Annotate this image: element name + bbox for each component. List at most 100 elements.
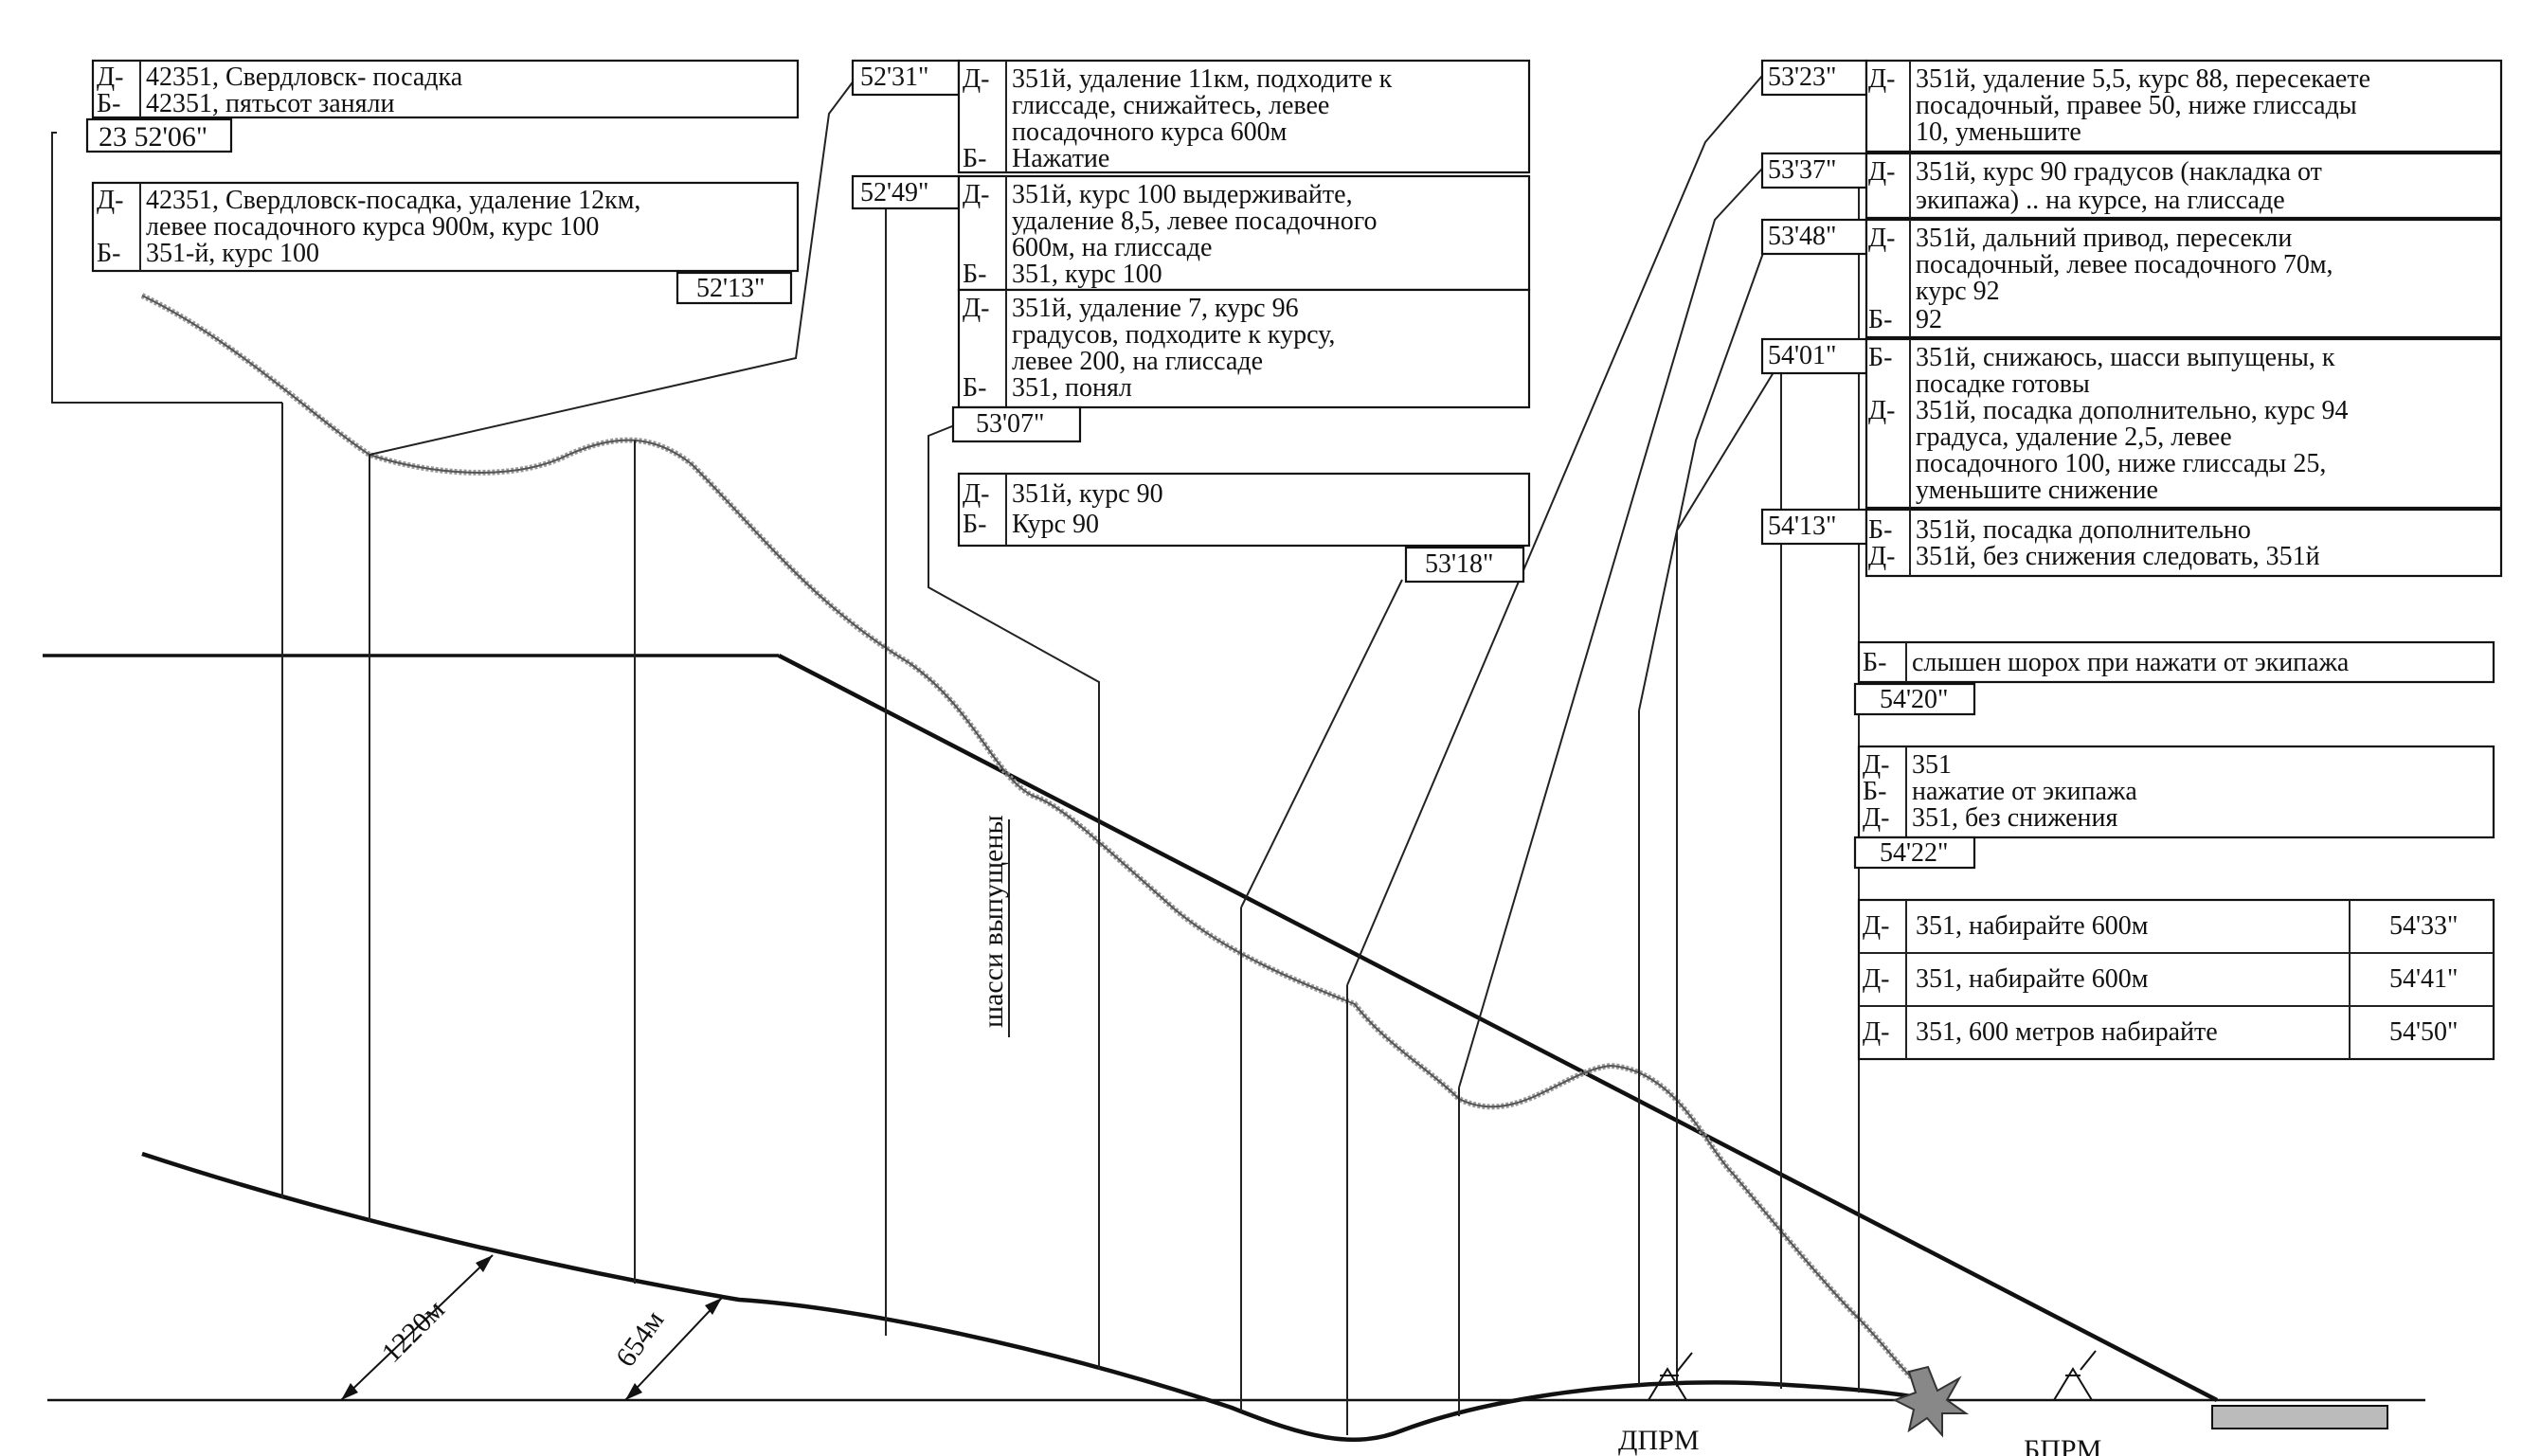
svg-text:351й, дальний привод, пересекл: 351й, дальний привод, пересекли (1916, 224, 2292, 253)
svg-text:351й, удаление 7, курс 96: 351й, удаление 7, курс 96 (1012, 294, 1299, 323)
svg-text:351, понял: 351, понял (1012, 373, 1132, 403)
dprm-label: ДПРМ (1618, 1425, 1700, 1456)
dimension-654: 654м (610, 1297, 723, 1401)
svg-text:Б-: Б- (963, 144, 986, 173)
box-4-time: 52'49" (860, 178, 928, 207)
svg-text:Б-: Б- (1868, 515, 1892, 545)
svg-text:351й, посадка дополнительно: 351й, посадка дополнительно (1916, 515, 2251, 545)
box-1: Д- 42351, Свердловск- посадка Б- 42351, … (85, 59, 800, 153)
svg-text:54'33": 54'33" (2389, 911, 2458, 941)
svg-text:Д-: Д- (1863, 750, 1889, 780)
svg-text:Д-: Д- (963, 294, 989, 323)
box-13: Д- 351 Б- нажатие от экипажа Д- 351, без… (1853, 745, 2495, 870)
svg-text:посадочного 100, ниже глиссады: посадочного 100, ниже глиссады 25, (1916, 449, 2326, 478)
svg-text:351, набирайте 600м: 351, набирайте 600м (1916, 911, 2149, 941)
dprm-beacon-icon (1648, 1352, 1693, 1401)
svg-text:уменьшите снижение: уменьшите снижение (1916, 476, 2158, 505)
svg-text:нажатие от экипажа: нажатие от экипажа (1912, 777, 2137, 806)
svg-text:Д-: Д- (963, 180, 989, 209)
box-9-time: 53'48" (1768, 222, 1836, 251)
svg-text:Д-: Д- (1868, 64, 1895, 94)
svg-text:92: 92 (1916, 305, 1942, 334)
svg-text:351-й, курс 100: 351-й, курс 100 (146, 239, 319, 268)
box-6: Д- 351й, курс 90 Б- Курс 90 53'18" (957, 472, 1531, 584)
svg-text:351, набирайте 600м: 351, набирайте 600м (1916, 964, 2149, 994)
svg-text:левее посадочного курса 900м,: левее посадочного курса 900м, курс 100 (146, 212, 599, 242)
box-11: 54'13" Б- 351й, посадка дополнительно Д-… (1760, 508, 2503, 578)
svg-text:Б-: Б- (1868, 343, 1892, 372)
box-10-time: 54'01" (1768, 341, 1836, 370)
glideslope-line (777, 654, 2219, 1402)
box-7: 53'23" Д- 351й, удаление 5,5, курс 88, п… (1760, 59, 2503, 153)
drop-lines (281, 180, 1860, 1435)
svg-text:курс 92: курс 92 (1916, 277, 2000, 306)
svg-text:Курс 90: Курс 90 (1012, 510, 1099, 539)
svg-text:Б-: Б- (97, 89, 120, 118)
box-8-time: 53'37" (1768, 155, 1836, 185)
svg-text:Д-: Д- (963, 479, 989, 509)
svg-text:351, без снижения: 351, без снижения (1912, 803, 2117, 833)
svg-text:351й, удаление 11км, подходите: 351й, удаление 11км, подходите к (1012, 64, 1393, 94)
aircraft-track-core (141, 295, 1919, 1384)
aircraft-track (140, 293, 1920, 1386)
svg-text:42351, Свердловск- посадка: 42351, Свердловск- посадка (146, 63, 463, 92)
svg-text:Б-: Б- (963, 510, 986, 539)
svg-text:градуса, удаление 2,5, левее: градуса, удаление 2,5, левее (1916, 422, 2232, 452)
svg-text:посадке готовы: посадке готовы (1916, 369, 2090, 399)
svg-text:посадочного курса 600м: посадочного курса 600м (1012, 117, 1288, 147)
svg-text:351: 351 (1912, 750, 1952, 780)
svg-text:глиссаде, снижайтесь, левее: глиссаде, снижайтесь, левее (1012, 91, 1329, 120)
svg-text:Нажатие: Нажатие (1012, 144, 1109, 173)
svg-text:Д-: Д- (97, 63, 123, 92)
svg-text:удаление 8,5, левее посадочног: удаление 8,5, левее посадочного (1012, 207, 1378, 236)
box-12-time: 54'20" (1880, 685, 1948, 714)
box-4: 52'49" Д- 351й, курс 100 выдерживайте, у… (851, 174, 1531, 292)
svg-text:351, курс 100: 351, курс 100 (1012, 260, 1162, 289)
svg-text:Б-: Б- (963, 260, 986, 289)
bprm-label: БПРМ (2024, 1434, 2101, 1456)
svg-text:10, уменьшите: 10, уменьшите (1916, 117, 2081, 147)
gear-label: шасси выпущены (978, 815, 1009, 1028)
svg-text:351й, посадка дополнительно, к: 351й, посадка дополнительно, курс 94 (1916, 396, 2349, 425)
svg-text:слышен шорох при нажати от эки: слышен шорох при нажати от экипажа (1912, 648, 2350, 677)
svg-text:Б-: Б- (97, 239, 120, 268)
svg-text:Б-: Б- (1868, 305, 1892, 334)
svg-text:Д-: Д- (1868, 542, 1895, 571)
box-8: 53'37" Д- 351й, курс 90 градусов (наклад… (1760, 152, 2503, 220)
runway (2211, 1405, 2388, 1429)
box-7-time: 53'23" (1768, 63, 1836, 92)
svg-text:351й, курс 90 градусов (наклад: 351й, курс 90 градусов (накладка от (1916, 157, 2322, 187)
box-1-time: 23 52'06" (99, 121, 207, 153)
svg-text:левее 200, на глиссаде: левее 200, на глиссаде (1012, 347, 1263, 376)
svg-text:351й, курс 100 выдерживайте,: 351й, курс 100 выдерживайте, (1012, 180, 1353, 209)
svg-text:Д-: Д- (963, 64, 989, 94)
svg-text:Д-: Д- (1863, 964, 1889, 994)
svg-text:Д-: Д- (1868, 396, 1895, 425)
box-6-time: 53'18" (1425, 549, 1493, 579)
box-3: 52'31" Д- 351й, удаление 11км, подходите… (851, 59, 1531, 174)
box-12: Б- слышен шорох при нажати от экипажа 54… (1853, 640, 2495, 716)
svg-text:Д-: Д- (1863, 911, 1889, 941)
svg-text:экипажа) .. на курсе, на глисс: экипажа) .. на курсе, на глиссаде (1916, 186, 2285, 215)
box-11-time: 54'13" (1768, 512, 1836, 541)
dimension-1220: 1220м (340, 1254, 494, 1401)
svg-text:Д-: Д- (97, 186, 123, 215)
svg-text:посадочный, левее посадочного: посадочный, левее посадочного 70м, (1916, 250, 2333, 279)
svg-text:Д-: Д- (1863, 803, 1889, 833)
svg-text:351, 600 метров набирайте: 351, 600 метров набирайте (1916, 1017, 2218, 1047)
crash-star-icon (1892, 1365, 1970, 1438)
box-5-time: 53'07" (976, 409, 1044, 439)
svg-text:42351, пятьсот заняли: 42351, пятьсот заняли (146, 89, 394, 118)
svg-text:градусов, подходите к курсу,: градусов, подходите к курсу, (1012, 320, 1335, 350)
lower-boundary-curve (141, 1151, 1934, 1442)
svg-text:351й, удаление 5,5, курс 88, п: 351й, удаление 5,5, курс 88, пересекаете (1916, 64, 2370, 94)
box-5: Д- 351й, удаление 7, курс 96 градусов, п… (951, 288, 1531, 443)
box-10: 54'01" Б- 351й, снижаюсь, шасси выпущены… (1760, 337, 2503, 510)
svg-text:Б-: Б- (1863, 777, 1886, 806)
dim-1220-label: 1220м (376, 1294, 451, 1369)
svg-text:54'50": 54'50" (2389, 1017, 2458, 1047)
box-2: Д- 42351, Свердловск-посадка, удаление 1… (91, 181, 800, 305)
svg-text:600м, на глиссаде: 600м, на глиссаде (1012, 233, 1212, 262)
svg-text:Д-: Д- (1868, 157, 1895, 187)
